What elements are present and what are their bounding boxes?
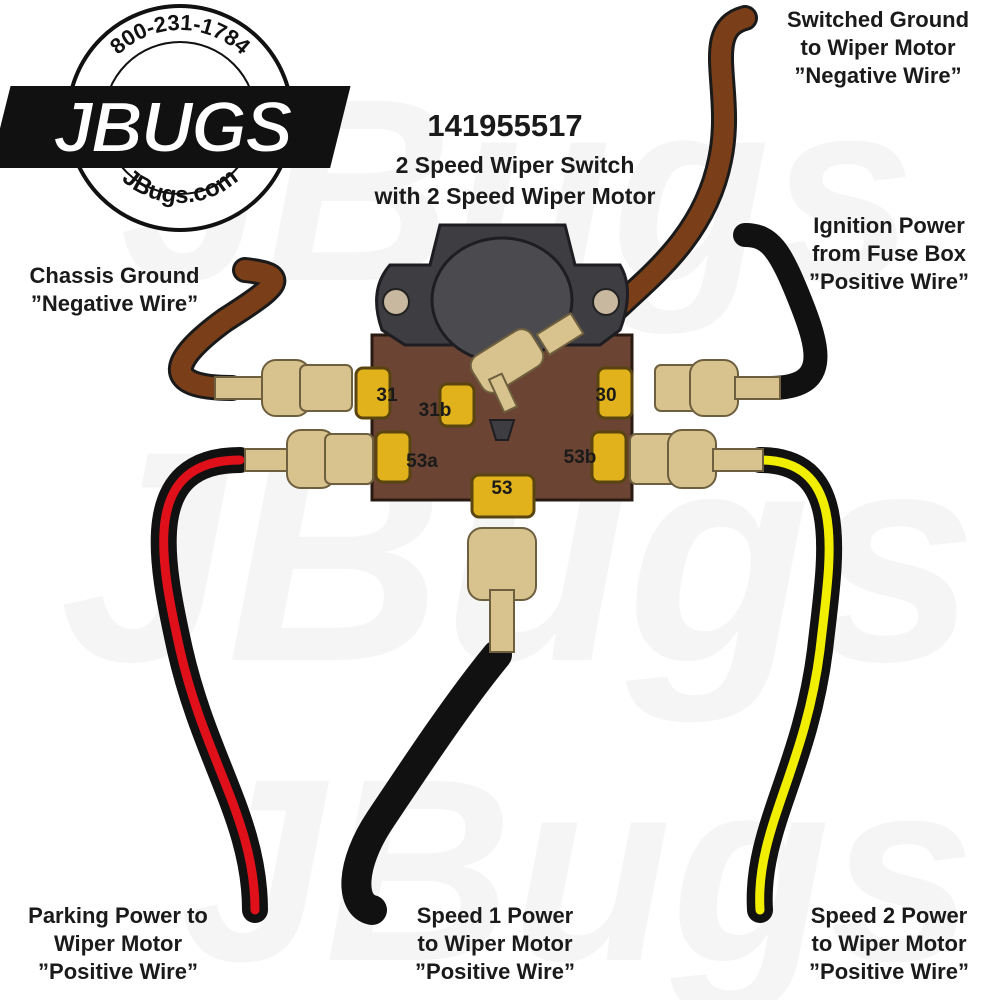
terminal-53 [470, 473, 536, 519]
connector-53a [244, 429, 374, 489]
connectors [214, 311, 781, 653]
label-speed2-power: Speed 2 Power to Wiper Motor ”Positive W… [809, 903, 969, 984]
connector-30 [654, 359, 781, 417]
mount-screw-left [382, 288, 410, 316]
terminal-label-53b: 53b [564, 447, 597, 468]
terminal-label-53a: 53a [406, 451, 438, 472]
logo-banner [0, 86, 351, 168]
terminal-30 [596, 366, 634, 420]
terminal-31b [438, 382, 476, 428]
title-line-1: 2 Speed Wiper Switch [395, 152, 635, 178]
watermark-text-bottom: JBugs [180, 726, 975, 1000]
terminal-53a [374, 430, 412, 484]
wiper-switch [370, 223, 634, 502]
switch-pin [488, 419, 516, 441]
connector-31b-switched-ground [469, 311, 585, 414]
connector-53b [629, 429, 764, 489]
label-ignition-power: Ignition Power from Fuse Box ”Positive W… [809, 213, 969, 294]
connector-53 [467, 527, 537, 653]
diagram-title: 2 Speed Wiper Switch with 2 Speed Wiper … [330, 150, 700, 212]
terminal-label-53: 53 [491, 478, 512, 499]
jbugs-logo: 800-231-1784 JBugs.com JBUGS [0, 4, 351, 232]
terminals: 31 31b 30 53a 53b 53 [354, 366, 634, 519]
mount-screw-right [592, 288, 620, 316]
terminal-label-31: 31 [376, 385, 398, 406]
label-speed1-power: Speed 1 Power to Wiper Motor ”Positive W… [415, 903, 575, 984]
wire-ignition-power [733, 223, 828, 400]
part-number: 141955517 [427, 108, 583, 143]
logo-brand: JBUGS [53, 88, 293, 168]
terminal-label-31b: 31b [419, 400, 452, 421]
label-chassis-ground: Chassis Ground ”Negative Wire” [29, 263, 200, 316]
title-line-2: with 2 Speed Wiper Motor [374, 183, 656, 209]
terminal-53b [590, 430, 628, 484]
label-switched-ground: Switched Ground to Wiper Motor ”Negative… [786, 7, 970, 88]
label-parking-power: Parking Power to Wiper Motor ”Positive W… [28, 903, 208, 984]
connector-31 [214, 359, 353, 417]
wire-speed1-power [341, 640, 512, 925]
terminal-31 [354, 366, 392, 420]
terminal-label-30: 30 [595, 385, 616, 406]
